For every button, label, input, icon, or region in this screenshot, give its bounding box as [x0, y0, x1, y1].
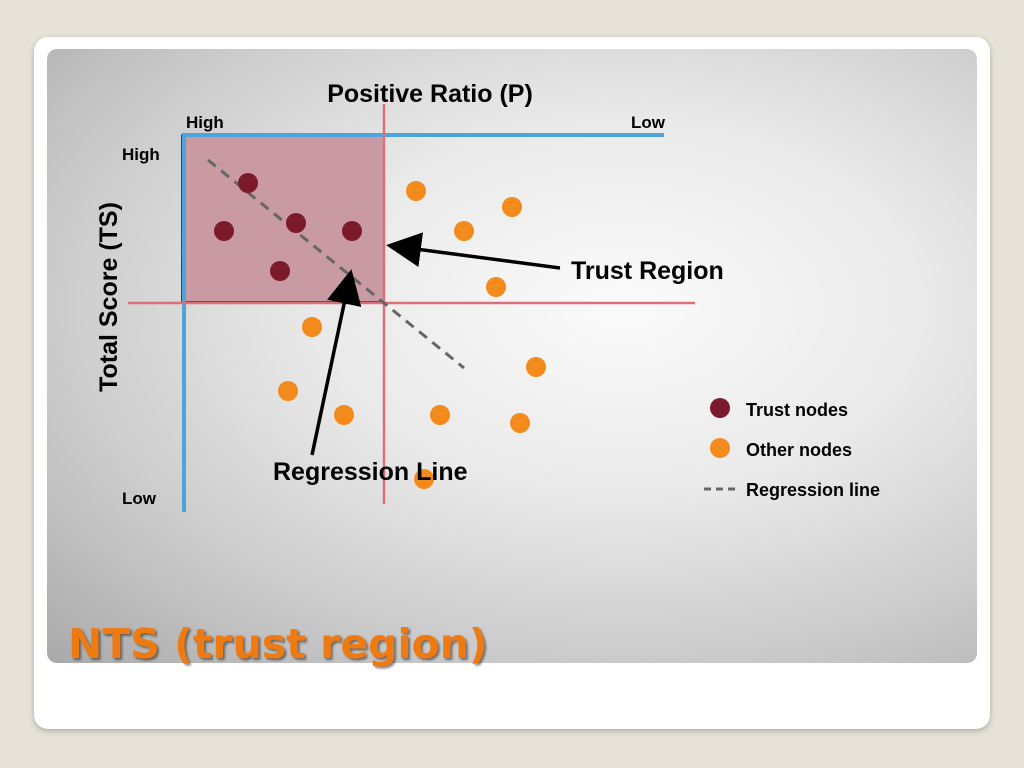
other-node [278, 381, 298, 401]
trust-node [286, 213, 306, 233]
trust-region-label: Trust Region [571, 257, 724, 285]
y-axis-low-label: Low [122, 489, 157, 508]
other-node [454, 221, 474, 241]
other-node [334, 405, 354, 425]
legend-other-nodes-swatch [710, 438, 730, 458]
y-axis-title: Total Score (TS) [95, 202, 123, 392]
other-node [526, 357, 546, 377]
other-nodes [278, 181, 546, 489]
slide-title: NTS (trust region) [68, 620, 488, 668]
x-axis-title: Positive Ratio (P) [327, 80, 533, 108]
other-node [510, 413, 530, 433]
y-axis-high-label: High [122, 145, 160, 164]
legend-regression-line-label: Regression line [746, 480, 880, 500]
legend-trust-nodes-label: Trust nodes [746, 400, 848, 420]
other-node [502, 197, 522, 217]
other-node [302, 317, 322, 337]
trust-nodes [214, 173, 362, 281]
other-node [430, 405, 450, 425]
x-axis-high-label: High [186, 113, 224, 132]
legend-trust-nodes-swatch [710, 398, 730, 418]
other-node [414, 469, 434, 489]
regression-line-label: Regression Line [273, 458, 468, 486]
trust-node [270, 261, 290, 281]
x-axis-low-label: Low [631, 113, 666, 132]
trust-node [238, 173, 258, 193]
legend: Trust nodes Other nodes Regression line [704, 398, 880, 500]
trust-node [342, 221, 362, 241]
other-node [486, 277, 506, 297]
legend-other-nodes-label: Other nodes [746, 440, 852, 460]
trust-node [214, 221, 234, 241]
other-node [406, 181, 426, 201]
regression-line [207, 158, 465, 370]
trust-region-arrow [386, 232, 561, 270]
regression-line-arrow [310, 269, 362, 456]
